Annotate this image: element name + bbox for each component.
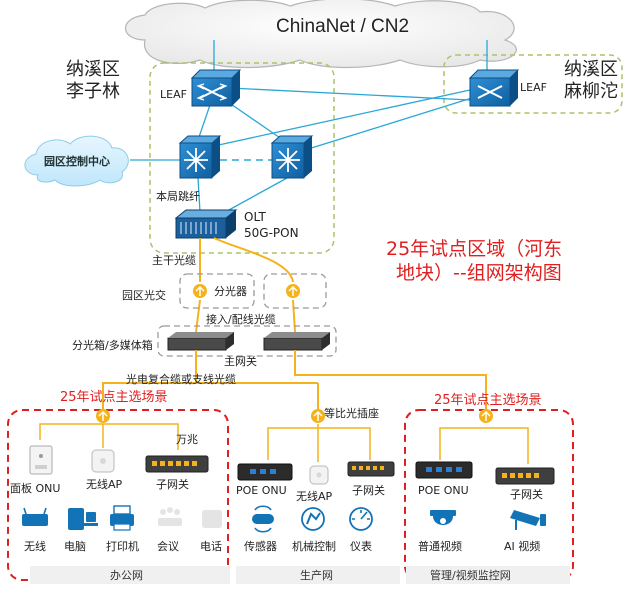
site-a-district: 纳溪区 [66, 59, 120, 80]
gigabit-label: 万兆 [176, 433, 198, 446]
local-jumper-label: 本局跳纤 [156, 190, 200, 203]
wireless-router-icon [22, 507, 48, 526]
meter-icon [349, 507, 373, 531]
splitter-icon-a [193, 284, 207, 298]
endpoint-sensor-label: 传感器 [244, 540, 277, 553]
production-subgateway-icon [347, 461, 395, 477]
panel-onu-icon [29, 445, 53, 475]
office-ap-label: 无线AP [86, 478, 123, 491]
monitor-poe-onu-icon [415, 461, 473, 479]
main-gateway-label: 主网关 [224, 355, 257, 368]
olt-icon [174, 209, 238, 239]
endpoint-wireless-label: 无线 [24, 540, 46, 553]
main-gateway-device-icon [263, 332, 330, 351]
endpoint-video-label: 普通视频 [418, 540, 462, 553]
office-ap-icon [91, 449, 115, 473]
office-splitter-icon [96, 409, 110, 423]
endpoint-meeting-label: 会议 [157, 540, 179, 553]
monitor-poe-onu-label: POE ONU [418, 484, 469, 497]
production-ap-label: 无线AP [296, 490, 333, 503]
leaf-switch-b-icon [468, 69, 520, 107]
machine-control-icon [301, 507, 325, 531]
splitter-icon-b [286, 284, 300, 298]
campus-control-cloud [24, 135, 129, 187]
internet-cloud [125, 0, 517, 69]
office-subgateway-label: 子网关 [156, 478, 189, 491]
olt-label-line1: OLT [244, 210, 266, 224]
computer-icon [68, 508, 98, 530]
equal-splitter-label: 等比光插座 [324, 407, 379, 420]
production-poe-onu-icon [237, 463, 293, 481]
production-branch-lines [267, 424, 371, 462]
production-poe-onu-label: POE ONU [236, 484, 287, 497]
endpoint-meter-label: 仪表 [350, 540, 372, 553]
endpoint-computer-label: 电脑 [64, 540, 86, 553]
panel-onu-label: 面板 ONU [10, 482, 61, 495]
monitor-section-bar [406, 566, 570, 584]
olt-label-line2: 50G-PON [244, 226, 299, 240]
site-b-box [443, 54, 623, 114]
fiber-links [195, 237, 296, 333]
splitter-box-b [263, 273, 327, 309]
production-section-bar [236, 566, 400, 584]
endpoint-phone-label: 电话 [200, 540, 222, 553]
internet-cloud-label: ChinaNet / CN2 [276, 16, 410, 37]
splitter-label: 分光器 [214, 285, 247, 298]
office-subgateway-icon [145, 455, 209, 473]
composite-cable-label: 光电复合缆或支线光缆 [126, 373, 236, 386]
endpoint-ai-video-label: AI 视频 [504, 540, 541, 553]
diagram-title-line1: 25年试点区域（河东 [386, 238, 563, 260]
monitor-subgateway-label: 子网关 [510, 488, 543, 501]
ai-camera-icon [510, 510, 546, 530]
endpoint-icons [22, 505, 546, 533]
splitter-box-a [179, 273, 255, 309]
campus-control-label: 园区控制中心 [44, 155, 110, 168]
production-splitter-icon [311, 409, 325, 423]
site-b-district: 纳溪区 [564, 59, 618, 80]
monitor-subgateway-icon [495, 467, 555, 485]
leaf-switch-a-icon [190, 69, 242, 107]
monitor-scenario-box [404, 409, 574, 581]
office-branch-lines [39, 423, 179, 450]
site-a-name: 李子林 [66, 81, 120, 102]
endpoint-machine-control-label: 机械控制 [292, 540, 336, 553]
phone-icon [202, 510, 222, 528]
split-box-label: 分光箱/多媒体箱 [72, 339, 153, 352]
distribution-box [157, 325, 337, 357]
office-section-bar [30, 566, 230, 584]
branch-fiber-links [102, 350, 487, 410]
site-b-name: 麻柳沱 [564, 81, 618, 102]
production-ap-icon [309, 465, 329, 485]
trunk-fiber-label: 主干光缆 [152, 254, 196, 267]
monitor-section-label: 管理/视频监控网 [430, 569, 511, 582]
campus-cross-label: 园区光交 [122, 289, 166, 302]
leaf-b-label: LEAF [520, 81, 547, 94]
monitor-splitter-icon [479, 409, 493, 423]
monitor-branch-lines [439, 427, 529, 464]
split-box-device-icon [167, 332, 234, 351]
production-subgateway-label: 子网关 [352, 484, 385, 497]
dome-camera-icon [430, 510, 456, 525]
sensor-icon [252, 505, 274, 533]
office-scenario-label: 25年试点主选场景 [60, 390, 168, 405]
access-cable-label: 接入/配线光缆 [206, 313, 276, 326]
monitor-scenario-label: 25年试点主选场景 [434, 393, 542, 408]
leaf-a-label: LEAF [160, 88, 187, 101]
core-switch-b-icon [270, 135, 314, 179]
office-section-label: 办公网 [110, 569, 143, 582]
printer-icon [110, 505, 134, 531]
diagram-title-line2: 地块）--组网架构图 [396, 262, 562, 284]
production-section-label: 生产网 [300, 569, 333, 582]
conference-icon [158, 507, 182, 526]
endpoint-printer-label: 打印机 [106, 540, 139, 553]
core-switch-a-icon [178, 135, 222, 179]
